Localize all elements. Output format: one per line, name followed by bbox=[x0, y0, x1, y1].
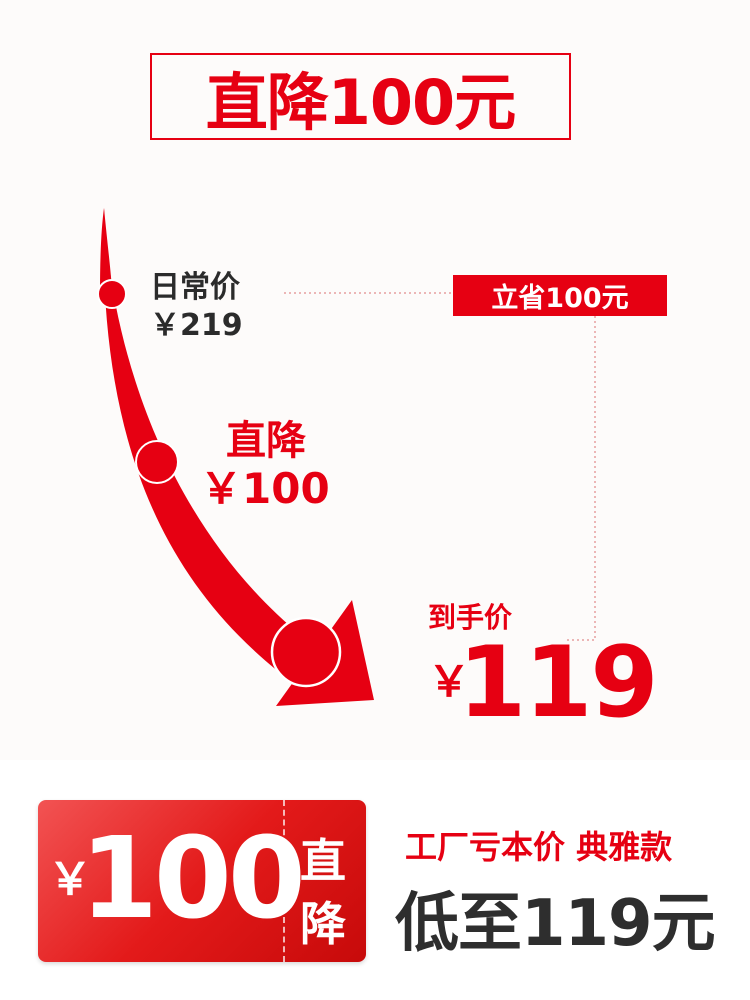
regular-price-value: ￥219 bbox=[150, 308, 243, 343]
headline-banner: 直降100元 bbox=[150, 53, 571, 140]
final-price-amount: 119 bbox=[458, 626, 659, 740]
save-tag-text: 立省100元 bbox=[491, 283, 629, 314]
final-price-label: 到手价 bbox=[428, 601, 513, 634]
regular-price-dot bbox=[97, 279, 127, 309]
final-price-currency: ￥ bbox=[428, 657, 471, 706]
save-tag: 立省100元 bbox=[453, 275, 667, 316]
promo-main-price: 低至119元 bbox=[395, 887, 716, 961]
badge-side-char-1: 直 bbox=[300, 834, 346, 888]
discount-badge: ￥ 100 直 降 bbox=[38, 800, 366, 962]
regular-price-label: 日常价 bbox=[150, 270, 240, 305]
price-drop-graphic bbox=[97, 208, 596, 706]
badge-side-char-2: 降 bbox=[300, 897, 346, 951]
drop-dot bbox=[135, 440, 179, 484]
drop-label: 直降 bbox=[226, 418, 306, 464]
badge-amount: 100 bbox=[80, 814, 306, 944]
final-price-dot bbox=[270, 616, 342, 688]
drop-amount: ￥100 bbox=[200, 464, 330, 513]
headline-text: 直降100元 bbox=[205, 65, 516, 139]
badge-currency: ￥ bbox=[48, 854, 92, 905]
drop-curve-tail bbox=[100, 208, 112, 294]
promo-tagline: 工厂亏本价 典雅款 bbox=[405, 828, 673, 866]
badge-divider bbox=[283, 800, 285, 962]
